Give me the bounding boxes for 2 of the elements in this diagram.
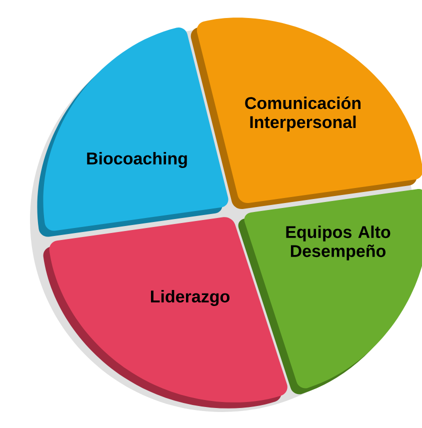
pie-segment: Liderazgo bbox=[43, 217, 288, 408]
pie-segment: Comunicación Interpersonal bbox=[190, 18, 422, 210]
